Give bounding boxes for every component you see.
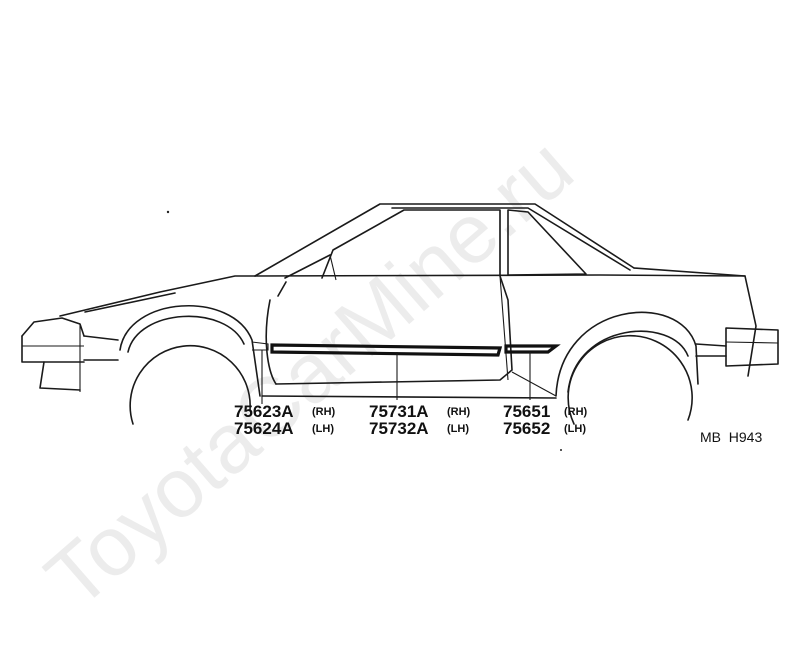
part-number: 75731A — [369, 402, 429, 421]
part-side: (LH) — [564, 423, 586, 435]
part-side: (LH) — [312, 423, 334, 435]
car-side-view-drawing — [21, 203, 779, 425]
part-side: (RH) — [447, 406, 471, 418]
leader-lines — [261, 350, 531, 404]
part-number: 75652 — [503, 419, 550, 438]
callout-door-moulding: 75731A (RH) 75732A (LH) — [369, 402, 471, 438]
part-side: (LH) — [447, 423, 469, 435]
part-number: 75624A — [234, 419, 294, 438]
part-side: (RH) — [312, 406, 336, 418]
part-number: 75651 — [503, 402, 550, 421]
part-side: (RH) — [564, 406, 588, 418]
callout-quarter-moulding: 75651 (RH) 75652 (LH) — [503, 402, 588, 438]
callout-front-fender-moulding: 75623A (RH) 75624A (LH) — [234, 402, 336, 438]
part-number: 75623A — [234, 402, 294, 421]
reference-code: MB H943 — [700, 429, 762, 445]
watermark-text: ToyotaCarMine.ru — [28, 120, 590, 626]
part-number: 75732A — [369, 419, 429, 438]
